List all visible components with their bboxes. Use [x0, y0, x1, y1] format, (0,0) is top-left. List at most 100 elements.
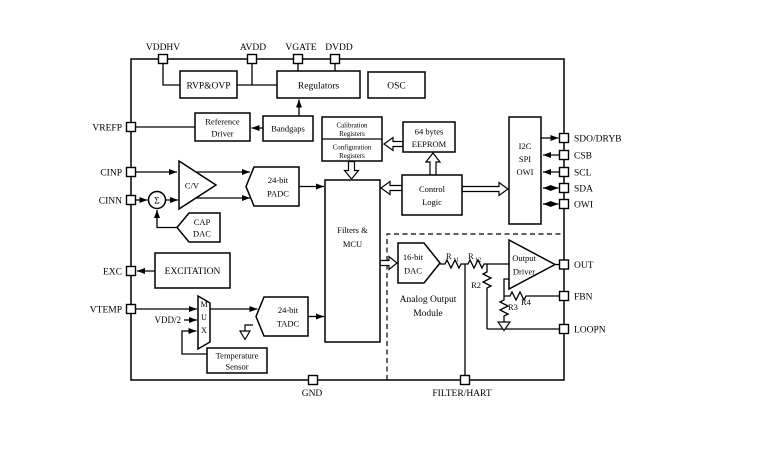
label-cinp: CINP — [100, 169, 122, 179]
serial-i2c-label: I2C — [519, 141, 532, 151]
label-loopn: LOOPN — [574, 326, 606, 336]
control-logic-label-2: Logic — [422, 197, 442, 207]
wires — [135, 63, 560, 376]
pin-loopn — [558, 323, 570, 335]
temperature-sensor-box — [206, 347, 268, 374]
vdd-half-label: VDD/2 — [155, 315, 182, 325]
label-vgate: VGATE — [285, 43, 316, 53]
r11-label: R — [446, 251, 452, 261]
pin-vtemp — [125, 303, 137, 315]
tadc-shape — [255, 296, 309, 337]
tadc-reference-arrow — [238, 324, 253, 341]
label-scl: SCL — [574, 169, 592, 179]
wire-feedback — [503, 278, 509, 296]
block-temperature-sensor: Temperature Sensor — [206, 347, 268, 374]
bus-filters-to-dac — [379, 255, 398, 271]
block-eeprom: 64 bytes EEPROM — [402, 121, 456, 153]
excitation-box — [154, 252, 231, 289]
pin-filter-hart — [459, 374, 471, 386]
cap-dac-label-2: DAC — [193, 229, 211, 239]
osc-box — [367, 71, 426, 99]
label-dvdd: DVDD — [325, 43, 353, 53]
temperature-sensor-label-1: Temperature — [216, 351, 259, 361]
label-gnd: GND — [302, 389, 323, 399]
label-cinn: CINN — [99, 197, 122, 207]
bus-arrows — [343, 136, 510, 271]
bus-control-to-eeprom — [424, 152, 442, 176]
rvp-ovp-box — [179, 70, 238, 99]
tadc-label-2: TADC — [277, 319, 300, 329]
r12-label: R — [468, 251, 474, 261]
r4-label: R4 — [521, 297, 532, 307]
pin-cinp — [125, 166, 137, 178]
label-filter-hart: FILTER/HART — [432, 389, 491, 399]
block-reference-driver: Reference Driver — [194, 112, 251, 142]
mux-shape — [197, 294, 211, 351]
pin-avdd — [246, 53, 258, 65]
resistor-r3 — [498, 296, 510, 322]
resistor-r2 — [481, 264, 493, 329]
cap-dac-shape — [176, 212, 221, 243]
serial-spi-label: SPI — [519, 154, 531, 164]
block-cap-dac: CAP DAC — [176, 212, 221, 243]
rvp-ovp-label: RVP&OVP — [186, 82, 230, 92]
reference-driver-label-2: Driver — [211, 129, 233, 139]
eeprom-label-2: EEPROM — [412, 139, 447, 149]
osc-label: OSC — [387, 82, 405, 92]
padc-shape — [245, 166, 300, 207]
control-logic-box — [401, 174, 463, 216]
regulators-label: Regulators — [298, 82, 339, 92]
block-regulators: Regulators — [276, 70, 361, 99]
output-driver-label-1: Output — [512, 253, 536, 263]
mux-label-u: U — [201, 313, 207, 322]
bandgaps-label: Bandgaps — [271, 124, 305, 134]
block-serial-interface: I2C SPI OWI — [508, 116, 542, 225]
dac-16bit-shape — [397, 242, 441, 284]
analog-output-module-caption: Analog Output Module — [400, 295, 457, 319]
eeprom-label-1: 64 bytes — [415, 127, 444, 137]
regulators-box — [276, 70, 361, 99]
dac-16bit-label-2: DAC — [404, 266, 422, 276]
arrow-tempsensor-to-mux — [181, 328, 207, 355]
control-logic-label-1: Control — [419, 184, 446, 194]
padc-label-1: 24-bit — [268, 175, 289, 185]
pin-fbn — [558, 290, 570, 302]
analog-output-module-label-2: Module — [413, 309, 443, 319]
filters-mcu-box — [324, 179, 381, 343]
filters-mcu-label-1: Filters & — [337, 225, 368, 235]
dac-16bit-label-1: 16-bit — [403, 252, 424, 262]
excitation-label: EXCITATION — [165, 267, 221, 277]
block-padc: 24-bit PADC — [245, 166, 300, 207]
label-exc: EXC — [103, 268, 122, 278]
resistor-labels: R 11 R 12 R2 R3 R4 — [446, 251, 532, 312]
pin-sdo-dryb — [558, 132, 570, 144]
tadc-label-1: 24-bit — [278, 305, 299, 315]
label-vtemp: VTEMP — [90, 306, 122, 316]
block-registers: Calibration Registers Configuration Regi… — [321, 116, 383, 162]
serial-owi-label: OWI — [517, 167, 534, 177]
bus-eeprom-to-registers — [382, 136, 404, 152]
label-owi: OWI — [574, 201, 593, 211]
analog-output-module-dashed-border — [386, 233, 564, 380]
bus-registers-to-filters — [343, 160, 360, 180]
block-tadc: 24-bit TADC — [255, 296, 309, 337]
r11-subscript: 11 — [453, 257, 459, 264]
serial-interface-box — [508, 116, 542, 225]
pin-csb — [558, 149, 570, 161]
reference-driver-box — [194, 112, 251, 142]
block-rvp-ovp: RVP&OVP — [179, 70, 238, 99]
block-excitation: EXCITATION — [154, 252, 231, 289]
label-vddhv: VDDHV — [146, 43, 180, 53]
bandgaps-box — [262, 115, 314, 142]
ground-symbol — [496, 321, 512, 332]
arrow-capdac-to-sigma — [154, 210, 177, 229]
pin-labels: VDDHV AVDD VGATE DVDD VREFP CINP CINN EX… — [90, 43, 622, 399]
label-sdo-dryb: SDO/DRYB — [574, 135, 622, 145]
mux-label-x: X — [201, 326, 207, 335]
label-fbn: FBN — [574, 293, 593, 303]
block-filters-mcu: Filters & MCU — [324, 179, 381, 343]
block-mux: M U X — [197, 294, 211, 351]
block-dac-16bit: 16-bit DAC — [397, 242, 441, 284]
block-control-logic: Control Logic — [401, 174, 463, 216]
